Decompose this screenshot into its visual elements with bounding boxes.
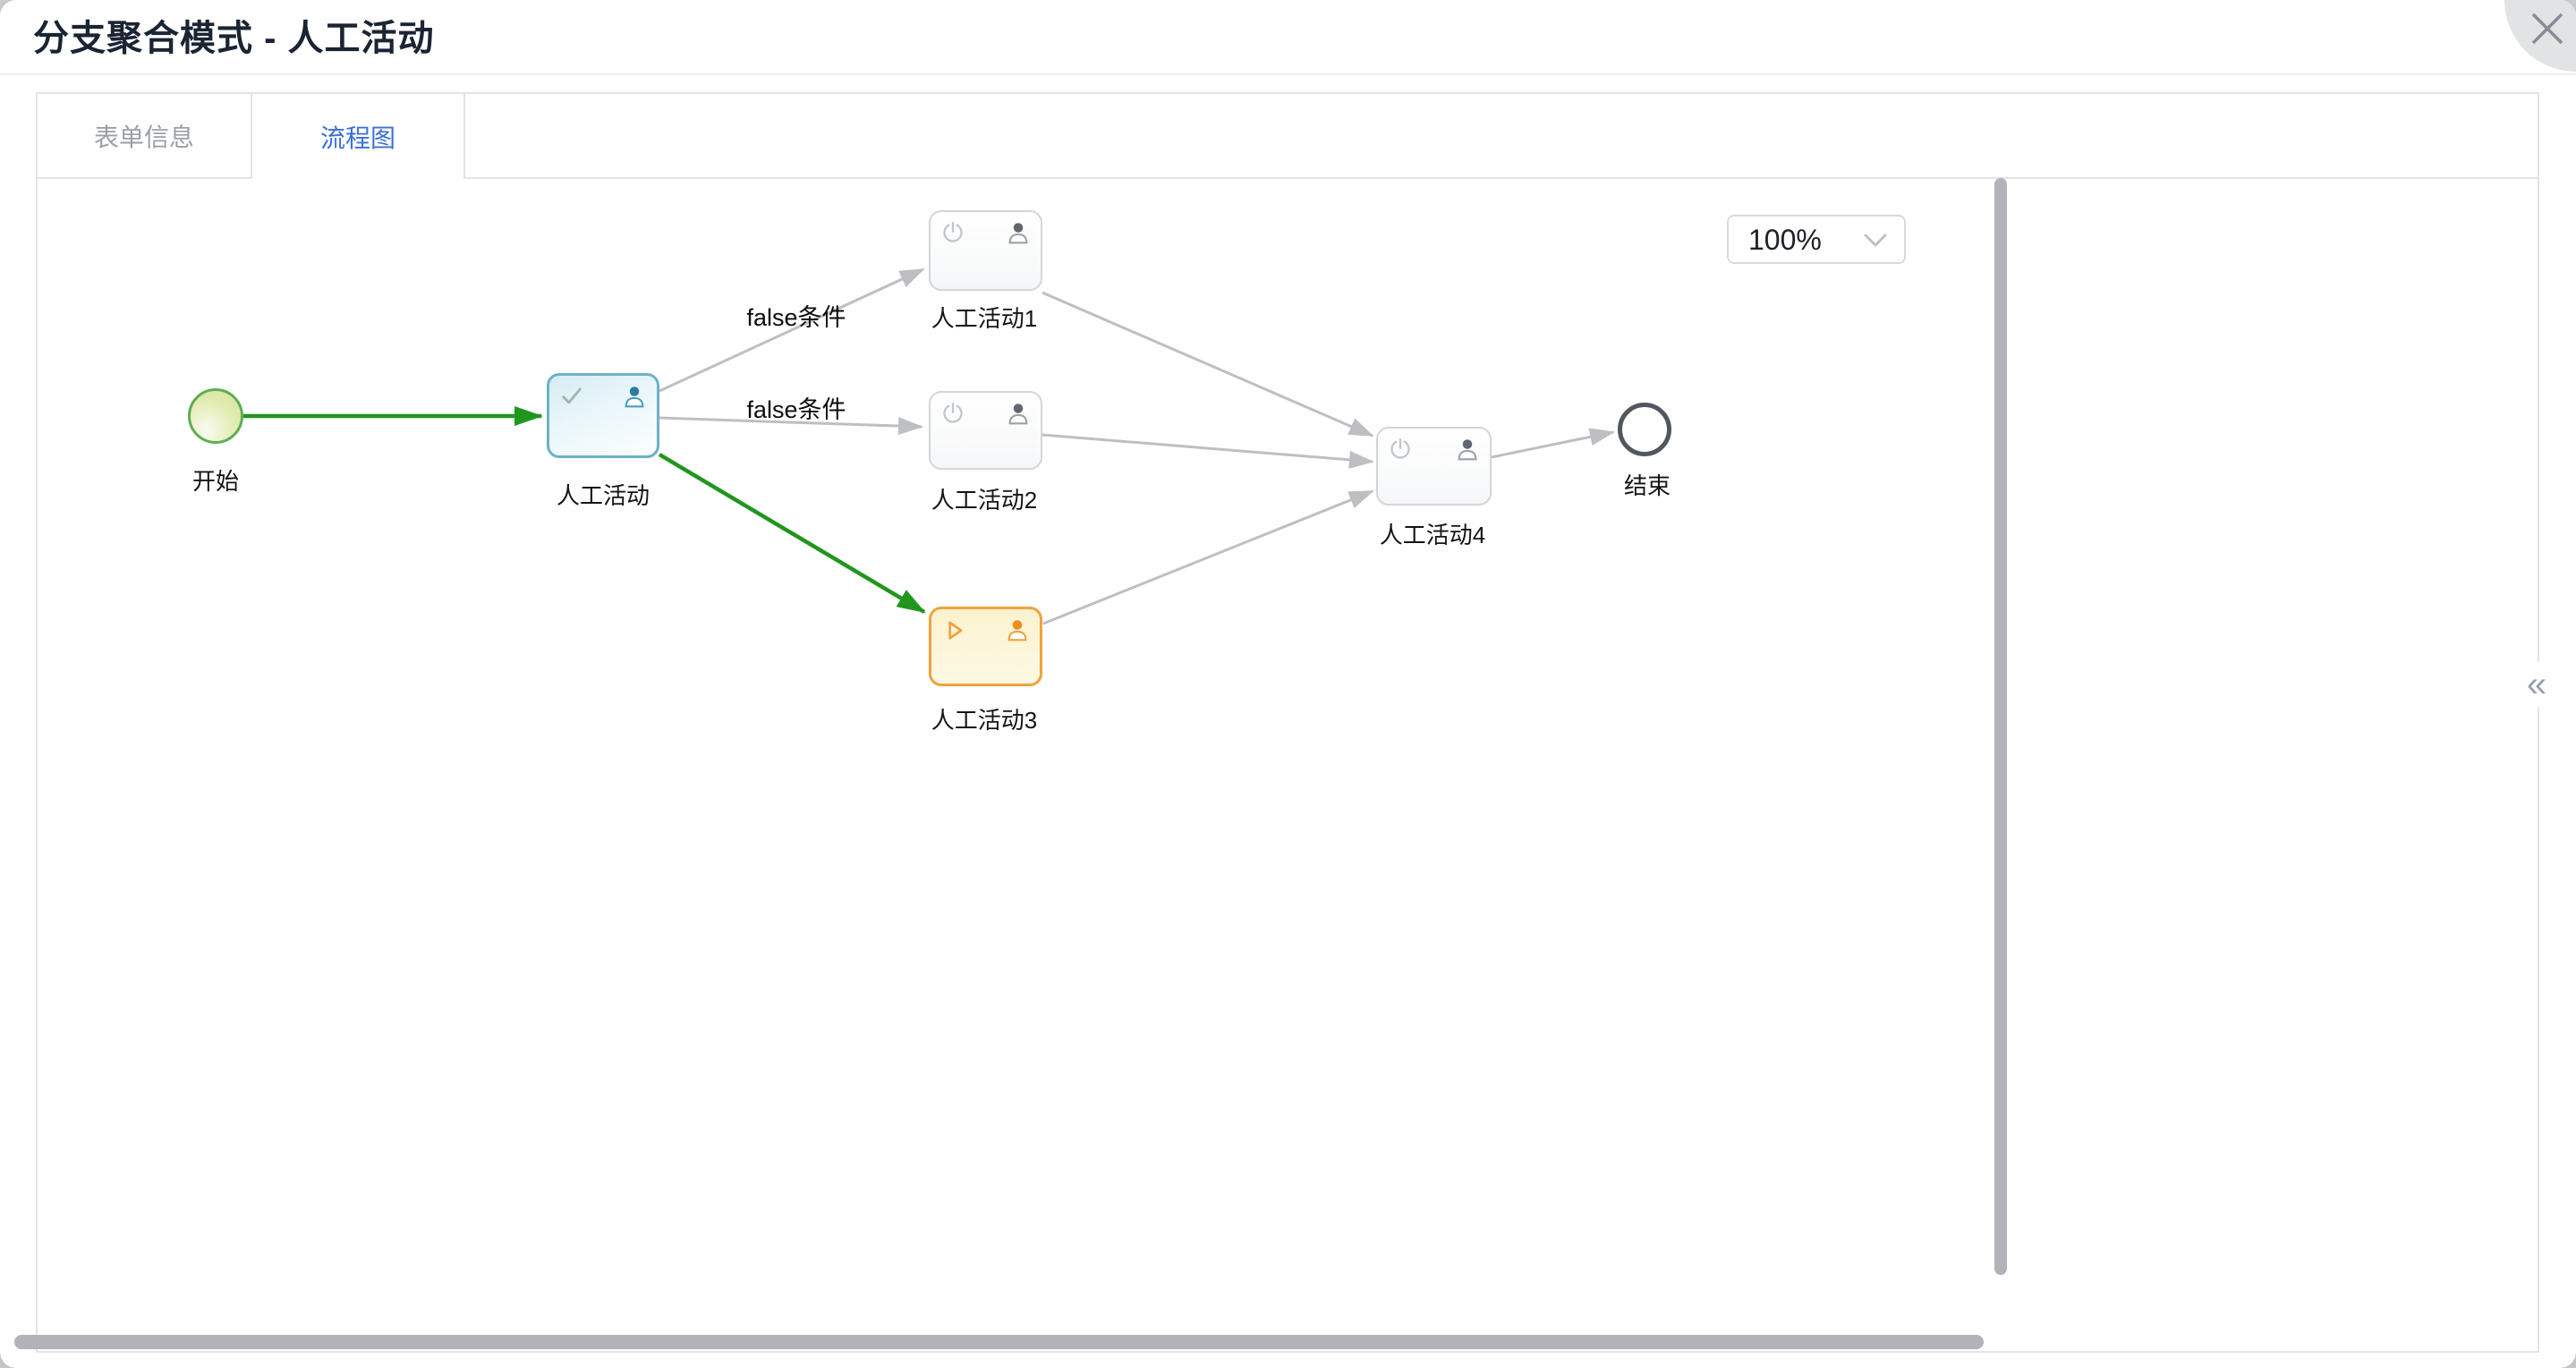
node-activity2-label: 人工活动2 (931, 487, 1038, 514)
assignee-icon (1008, 223, 1028, 244)
horizontal-scrollbar-thumb[interactable] (14, 1335, 1984, 1349)
double-chevron-left-icon: « (2526, 664, 2547, 704)
assignee-icon (1007, 620, 1027, 642)
tab-flow-diagram-label: 流程图 (319, 123, 395, 152)
edge-activity-to-activity3 (658, 453, 926, 614)
node-activity-label: 人工活动 (556, 482, 650, 509)
power-icon (943, 221, 963, 242)
zoom-level-select[interactable]: 100% (1727, 215, 1906, 264)
power-icon (1390, 438, 1410, 459)
assignee-icon (625, 387, 644, 408)
edge-activity-to-activity2 (659, 416, 923, 436)
node-activity3-label: 人工活动3 (931, 707, 1038, 734)
close-icon (2531, 13, 2563, 45)
check-icon (562, 387, 582, 404)
node-user-task-activity1[interactable] (929, 210, 1042, 291)
panel-collapse-button[interactable]: « (2514, 662, 2559, 707)
node-activity1-label: 人工活动1 (931, 305, 1038, 332)
assignee-icon (1458, 439, 1477, 461)
node-end-label: 结束 (1623, 472, 1671, 499)
node-user-task-activity4[interactable] (1376, 427, 1492, 506)
tab-flow-diagram[interactable]: 流程图 (252, 94, 465, 179)
vertical-scrollbar-thumb[interactable] (1994, 178, 2007, 1275)
edge-activity3-to-activity4 (1042, 489, 1374, 625)
dialog-title: 分支聚合模式 - 人工活动 (33, 19, 435, 58)
chevron-down-icon (1864, 234, 1887, 247)
flow-edges-layer (243, 268, 1615, 625)
edge-activity2-to-activity4 (1041, 433, 1374, 469)
tab-form-info-label: 表单信息 (93, 123, 194, 151)
edge-condition-label-1: false条件 (746, 304, 846, 331)
edge-condition-label-2: false条件 (746, 396, 846, 423)
power-icon (943, 402, 963, 423)
node-user-task-activity2[interactable] (929, 391, 1042, 470)
flow-diagram-panel: false条件 false条件 开始 人工活动 (38, 179, 2538, 1351)
assignee-icon (1008, 404, 1028, 425)
dialog-header: 分支聚合模式 - 人工活动 (0, 0, 2576, 75)
node-user-task-activity[interactable] (547, 373, 659, 458)
node-user-task-activity3[interactable] (929, 607, 1042, 686)
flow-canvas[interactable]: false条件 false条件 开始 人工活动 (38, 179, 2538, 1351)
tab-bar: 表单信息 流程图 (38, 94, 2538, 179)
tab-card: 表单信息 流程图 (36, 92, 2539, 1353)
node-start-event[interactable] (188, 388, 243, 444)
node-start-label: 开始 (191, 468, 239, 495)
edge-activity-to-activity1 (659, 268, 925, 393)
node-end-event[interactable] (1618, 403, 1671, 456)
edge-activity1-to-activity4 (1041, 291, 1374, 438)
zoom-level-value: 100% (1748, 224, 1822, 256)
tab-form-info[interactable]: 表单信息 (38, 94, 252, 177)
edge-activity4-to-end (1491, 428, 1615, 459)
node-activity4-label: 人工活动4 (1379, 522, 1486, 548)
play-icon (948, 621, 963, 640)
